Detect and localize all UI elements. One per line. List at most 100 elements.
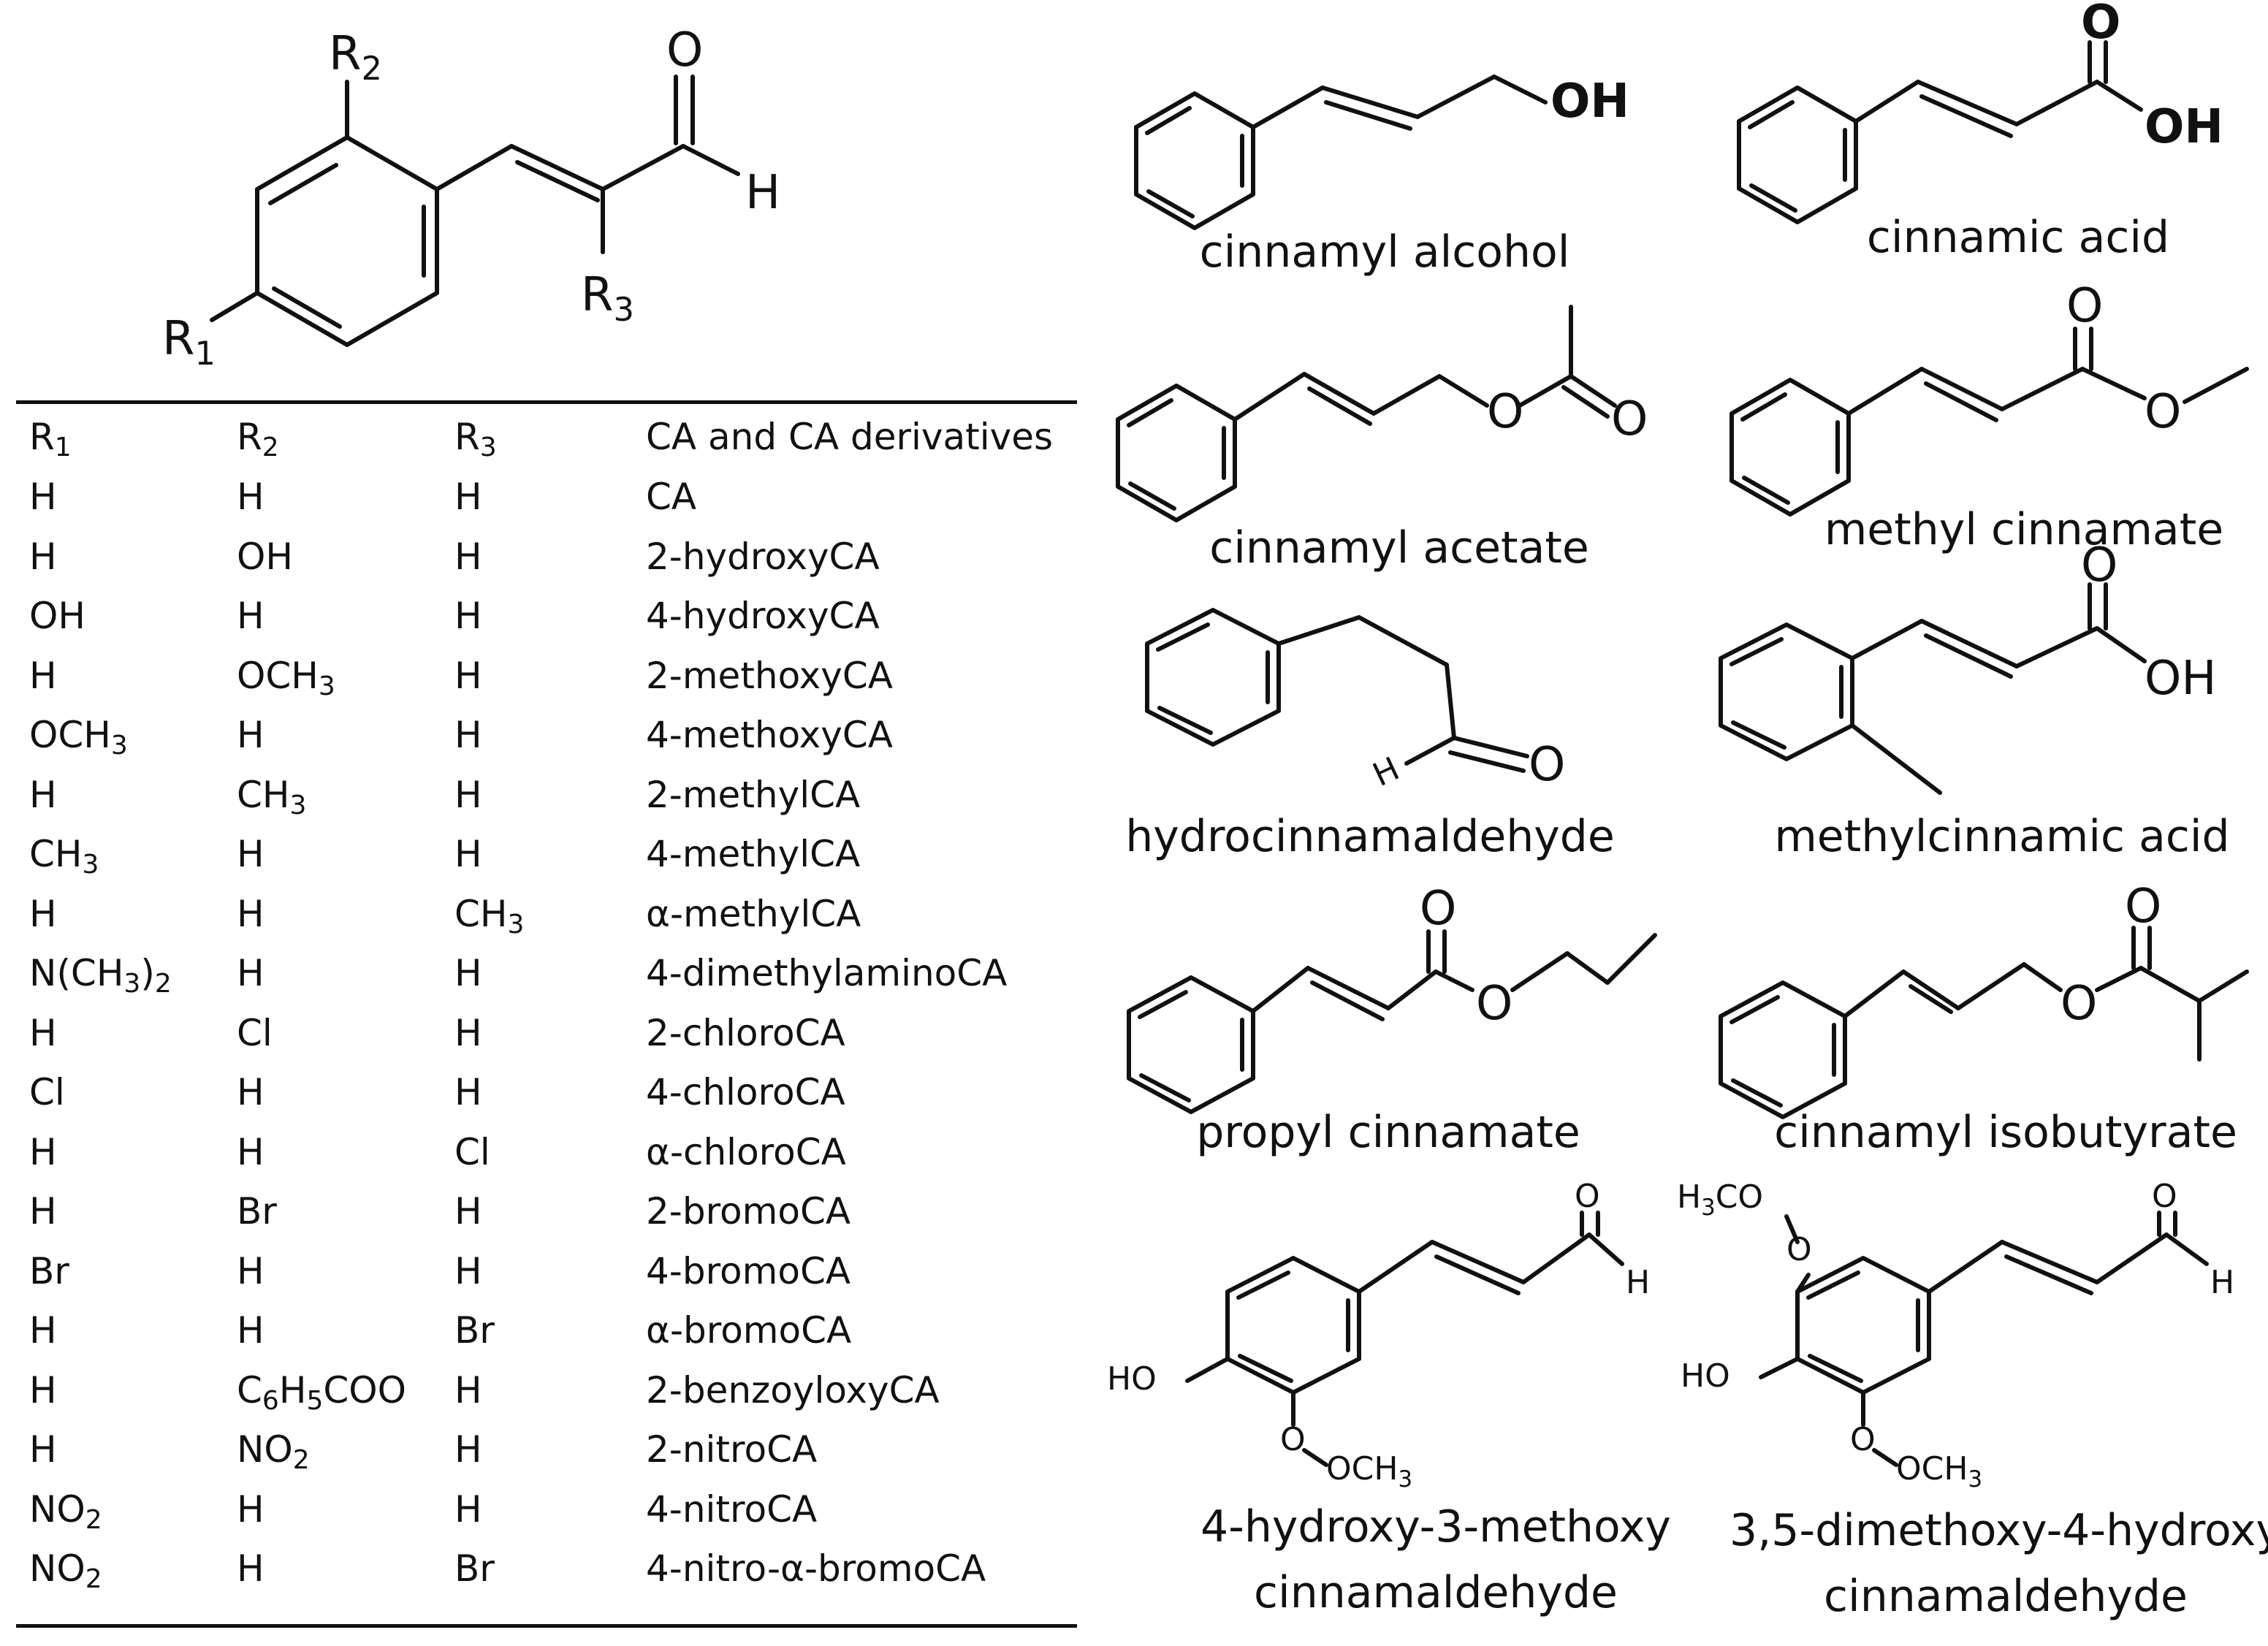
table-cell-compound: 2-hydroxyCA [646, 535, 880, 578]
table-cell-r2: Cl [237, 1011, 273, 1054]
table-cell-r3: H [454, 833, 482, 875]
propyl-cinnamate-carbonyl-label: O [1420, 882, 1456, 936]
table-cell-compound: 4-hydroxyCA [646, 595, 880, 637]
table-cell-r3: H [454, 654, 482, 697]
cinnamic-acid-caption: cinnamic acid [1867, 212, 2169, 263]
methylcinnamic-acid-caption: methylcinnamic acid [1774, 811, 2229, 862]
table-cell-r1: H [29, 476, 57, 518]
table-cell-r2: H [237, 595, 265, 637]
dmhc-caption-line1: 3,5-dimethoxy-4-hydroxy [1729, 1505, 2268, 1556]
table-cell-r2: NO2 [237, 1428, 310, 1475]
table-cell-r1: H [29, 1368, 57, 1411]
table-cell-r3: H [454, 476, 482, 518]
scaffold-ring-inner-bond [272, 286, 342, 329]
hmc-hydroxyl-label: HO [1107, 1360, 1157, 1398]
hydrocinnamaldehyde-oxygen-label: O [1529, 738, 1565, 792]
table-cell-r2: C6H5COO [237, 1368, 406, 1416]
table-header-cell: R3 [454, 416, 497, 462]
dmhc-caption-line2: cinnamaldehyde [1824, 1571, 2188, 1622]
cinnamyl-acetate-carbonyl-label: O [1611, 392, 1648, 446]
dmhc-bottom-methoxy-label: OCH3 [1896, 1450, 1982, 1493]
cinnamyl-alcohol-hydroxyl-label: OH [1550, 75, 1629, 129]
table-cell-r2: H [237, 833, 265, 875]
table-cell-compound: 2-chloroCA [646, 1011, 845, 1054]
structure-methyl-cinnamate [1729, 327, 2249, 517]
table-cell-r1: NO2 [29, 1487, 102, 1535]
table-row: H C6H5COO H 2-benzoyloxyCA [29, 1361, 1081, 1420]
table-cell-r1: N(CH3)2 [29, 952, 172, 999]
table-cell-r3: Br [454, 1547, 495, 1590]
table-cell-r2: H [237, 892, 265, 935]
cinnamyl-isobutyrate-carbonyl-label: O [2125, 880, 2161, 934]
cinnamic-acid-hydroxyl-label: OH [2145, 100, 2223, 154]
cinnamyl-isobutyrate-caption: cinnamyl isobutyrate [1774, 1107, 2237, 1158]
table-cell-compound: 4-bromoCA [646, 1249, 851, 1292]
table-cell-r1: OH [29, 595, 85, 637]
table-cell-r2: H [237, 1071, 265, 1113]
dmhc-top-ether-oxygen-label: O [1786, 1231, 1812, 1268]
table-cell-r3: Br [454, 1309, 495, 1352]
table-cell-compound: α-chloroCA [646, 1130, 846, 1173]
table-cell-r3: H [454, 1249, 482, 1292]
methylcinnamic-acid-hydroxyl-label: OH [2145, 652, 2217, 706]
table-cell-r1: H [29, 773, 57, 816]
dmhc-aldehyde-hydrogen-label: H [2210, 1264, 2234, 1301]
scaffold-structure [210, 75, 740, 347]
table-cell-r1: H [29, 654, 57, 697]
table-header-cell: R1 [29, 416, 72, 462]
methyl-cinnamate-caption: methyl cinnamate [1824, 504, 2223, 555]
scaffold-r1-bond [210, 291, 259, 322]
hmc-caption-line2: cinnamaldehyde [1254, 1567, 1618, 1618]
cinnamyl-isobutyrate-ester-oxygen-label: O [2060, 977, 2097, 1031]
table-cell-r3: H [454, 1487, 482, 1531]
table-cell-r3: Cl [454, 1130, 490, 1173]
cinnamyl-alcohol-caption: cinnamyl alcohol [1200, 226, 1570, 278]
scaffold-chain-bond [435, 144, 514, 191]
table-cell-r1: Br [29, 1249, 69, 1292]
table-cell-r3: H [454, 714, 482, 756]
structure-hydrocinnamaldehyde [1145, 608, 1529, 773]
structure-cinnamyl-acetate [1116, 305, 1617, 522]
hmc-ether-oxygen-label: O [1280, 1421, 1306, 1458]
scaffold-oxygen-label: O [666, 23, 703, 77]
table-cell-r3: H [454, 535, 482, 578]
scaffold-hydrogen-label: H [745, 166, 780, 220]
table-cell-r1: H [29, 1428, 57, 1471]
table-cell-compound: 2-benzoyloxyCA [646, 1368, 940, 1411]
methylcinnamic-acid-carbonyl-label: O [2081, 538, 2117, 593]
structure-dimethoxy-hydroxy-cinnamaldehyde [1759, 1211, 2209, 1467]
scaffold-carbonyl-carbon-bond [601, 144, 685, 191]
structure-hydroxy-methoxy-cinnamaldehyde [1185, 1211, 1624, 1467]
table-cell-r3: H [454, 1190, 482, 1232]
table-cell-r3: H [454, 1071, 482, 1113]
table-cell-compound: α-bromoCA [646, 1309, 852, 1352]
table-cell-compound: 2-methoxyCA [646, 654, 893, 697]
scaffold-aldehyde-h-bond [681, 144, 740, 176]
table-cell-r2: H [237, 1309, 265, 1352]
hmc-aldehyde-hydrogen-label: H [1626, 1264, 1650, 1301]
hmc-carbonyl-label: O [1575, 1178, 1600, 1215]
methyl-cinnamate-ester-oxygen-label: O [2145, 385, 2181, 439]
propyl-cinnamate-caption: propyl cinnamate [1196, 1107, 1580, 1158]
scaffold-r3-label: R3 [581, 268, 634, 329]
scaffold-r1-label: R1 [162, 312, 216, 373]
table-cell-r2: OCH3 [237, 654, 335, 701]
table-cell-compound: 2-nitroCA [646, 1428, 818, 1471]
table-cell-r3: H [454, 1368, 482, 1411]
cinnamyl-acetate-caption: cinnamyl acetate [1209, 522, 1589, 574]
table-cell-r1: Cl [29, 1071, 65, 1113]
table-cell-compound: 4-nitro-α-bromoCA [646, 1547, 986, 1590]
table-cell-compound: 2-bromoCA [646, 1190, 851, 1232]
scaffold-alkene-second-bond [515, 160, 600, 202]
cinnamyl-acetate-ester-oxygen-label: O [1487, 385, 1523, 439]
